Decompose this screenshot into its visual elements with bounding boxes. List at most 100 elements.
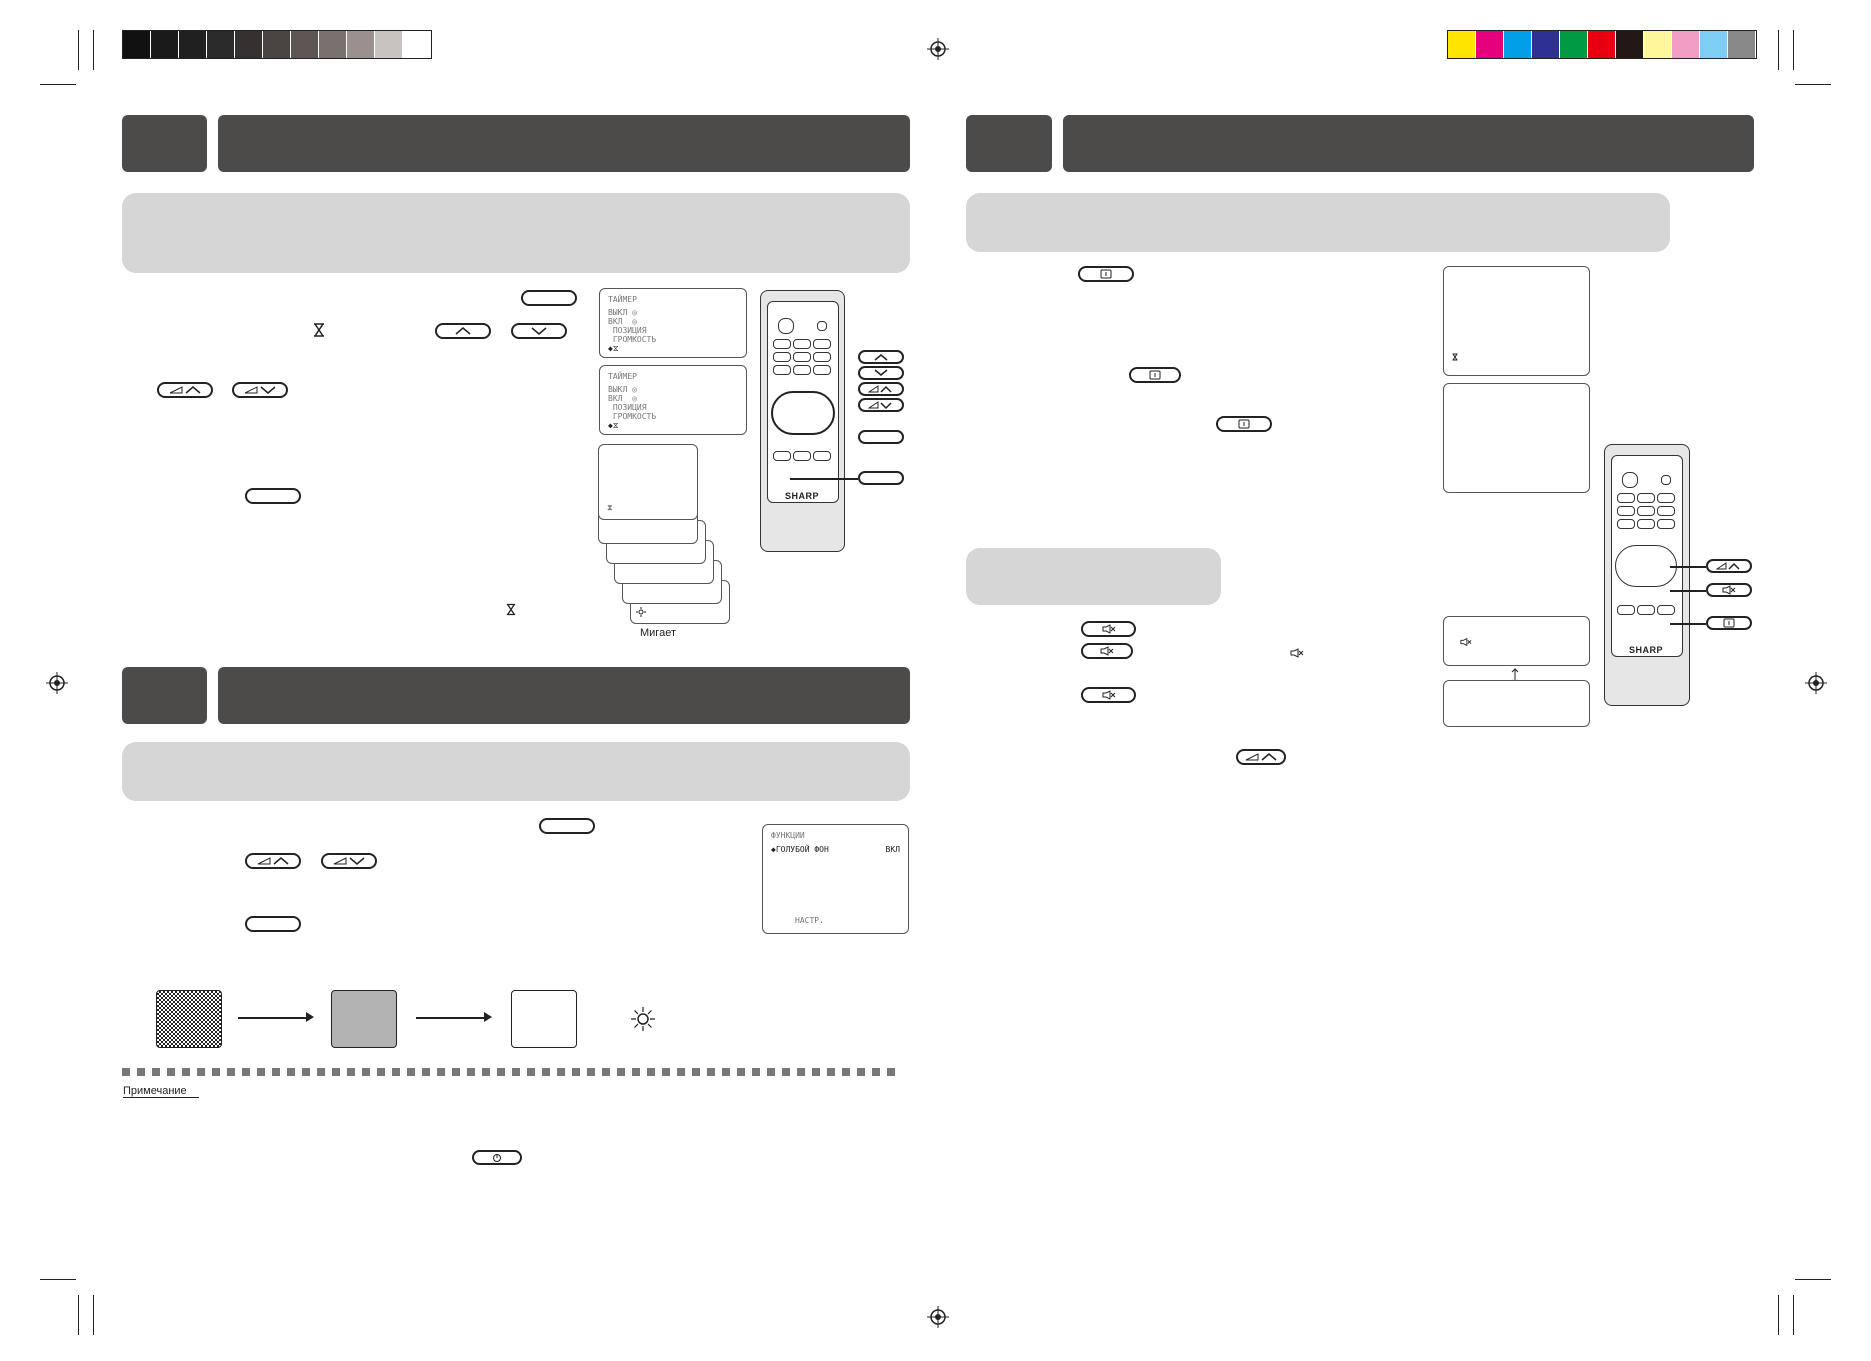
remote-key[interactable]	[793, 352, 811, 362]
remote-key[interactable]	[813, 451, 831, 461]
remote-key[interactable]	[1617, 506, 1635, 516]
menu-button[interactable]	[245, 488, 301, 504]
separator-dash	[617, 1068, 625, 1076]
remote-key[interactable]	[817, 321, 827, 331]
color-swatch	[1448, 31, 1476, 58]
color-swatch	[1588, 31, 1616, 58]
separator-dash	[527, 1068, 535, 1076]
volume-down-button[interactable]	[232, 382, 288, 398]
remote-key[interactable]	[1637, 605, 1655, 615]
remote-key[interactable]	[1617, 493, 1635, 503]
remote-key[interactable]	[1657, 519, 1675, 529]
remote-key[interactable]	[1637, 506, 1655, 516]
section-title-bar	[218, 667, 910, 724]
separator-dash	[767, 1068, 775, 1076]
crop-mark	[93, 1295, 94, 1335]
menu-line: ВЫКЛ ◎	[608, 308, 637, 317]
chevron-up-icon	[455, 327, 471, 335]
section-number-box	[122, 115, 207, 172]
volume-down-button[interactable]	[321, 853, 377, 869]
chevron-down-icon	[874, 369, 888, 376]
volume-up-icon	[169, 386, 201, 394]
remote-key[interactable]	[1617, 605, 1635, 615]
color-swatch	[179, 31, 207, 58]
channel-up-button[interactable]	[435, 323, 491, 339]
remote-key[interactable]	[793, 365, 811, 375]
mute-button[interactable]	[1081, 621, 1136, 637]
menu-button[interactable]	[539, 818, 595, 834]
remote-key[interactable]	[778, 318, 794, 334]
remote-key[interactable]	[1657, 605, 1675, 615]
section-intro-panel	[966, 193, 1670, 252]
mute-button[interactable]	[1081, 643, 1133, 659]
separator-dash	[692, 1068, 700, 1076]
menu-title: ТАЙМЕР	[608, 372, 637, 381]
sound-screen	[1443, 680, 1590, 727]
color-swatch	[1644, 31, 1672, 58]
separator-dash	[752, 1068, 760, 1076]
display-button[interactable]	[1078, 266, 1134, 282]
color-swatch	[1700, 31, 1728, 58]
mute-button[interactable]	[1081, 687, 1136, 703]
remote-key[interactable]	[773, 339, 791, 349]
separator-dash	[602, 1068, 610, 1076]
remote-key[interactable]	[773, 451, 791, 461]
separator-dash	[182, 1068, 190, 1076]
function-menu-screen: ФУНКЦИИ ◆ГОЛУБОЙ ФОН ВКЛ НАСТР.	[762, 824, 909, 934]
mute-screen	[1443, 616, 1590, 666]
display-button[interactable]	[1129, 367, 1181, 383]
remote-key[interactable]	[1657, 506, 1675, 516]
remote-key[interactable]	[1617, 519, 1635, 529]
color-swatch	[151, 31, 179, 58]
volume-up-button[interactable]	[157, 382, 213, 398]
navigation-pad[interactable]	[1615, 545, 1677, 587]
mute-icon	[1100, 646, 1114, 656]
remote-key[interactable]	[813, 339, 831, 349]
crop-mark	[40, 84, 76, 85]
separator-dash	[167, 1068, 175, 1076]
menu-button[interactable]	[245, 916, 301, 932]
menu-button[interactable]	[521, 290, 577, 306]
volume-up-button[interactable]	[245, 853, 301, 869]
menu-callout	[858, 430, 904, 444]
channel-down-button[interactable]	[511, 323, 567, 339]
volume-up-callout	[1706, 559, 1752, 573]
remote-key[interactable]	[793, 451, 811, 461]
arrow-line	[238, 1017, 310, 1019]
remote-key[interactable]	[1637, 493, 1655, 503]
separator-dash	[797, 1068, 805, 1076]
remote-key[interactable]	[773, 352, 791, 362]
power-button[interactable]	[472, 1150, 522, 1165]
navigation-pad[interactable]	[771, 391, 835, 435]
channel-down-callout	[858, 366, 904, 380]
color-swatch	[1672, 31, 1700, 58]
separator-dash	[302, 1068, 310, 1076]
remote-key[interactable]	[1657, 493, 1675, 503]
remote-key[interactable]	[813, 365, 831, 375]
mute-section-panel	[966, 548, 1221, 605]
remote-key[interactable]	[1661, 475, 1671, 485]
crop-mark	[93, 30, 94, 70]
remote-key[interactable]	[773, 365, 791, 375]
display-icon	[1149, 370, 1161, 380]
mute-icon	[1722, 585, 1736, 595]
crop-mark	[1778, 1295, 1779, 1335]
separator-dash	[332, 1068, 340, 1076]
crop-mark	[40, 1279, 76, 1280]
remote-key[interactable]	[1637, 519, 1655, 529]
remote-key[interactable]	[1622, 472, 1638, 488]
remote-key[interactable]	[793, 339, 811, 349]
volume-up-button[interactable]	[1236, 749, 1286, 765]
display-icon	[1100, 269, 1112, 279]
callout-line	[1670, 566, 1706, 568]
separator-dash	[362, 1068, 370, 1076]
color-swatch	[1476, 31, 1504, 58]
remote-key[interactable]	[813, 352, 831, 362]
menu-line: ПОЗИЦИЯ	[608, 403, 647, 412]
color-swatch	[1728, 31, 1756, 58]
menu-footer: НАСТР.	[795, 916, 824, 925]
color-swatch	[403, 31, 431, 58]
hourglass-icon	[314, 323, 324, 337]
color-swatch	[319, 31, 347, 58]
display-button[interactable]	[1216, 416, 1272, 432]
